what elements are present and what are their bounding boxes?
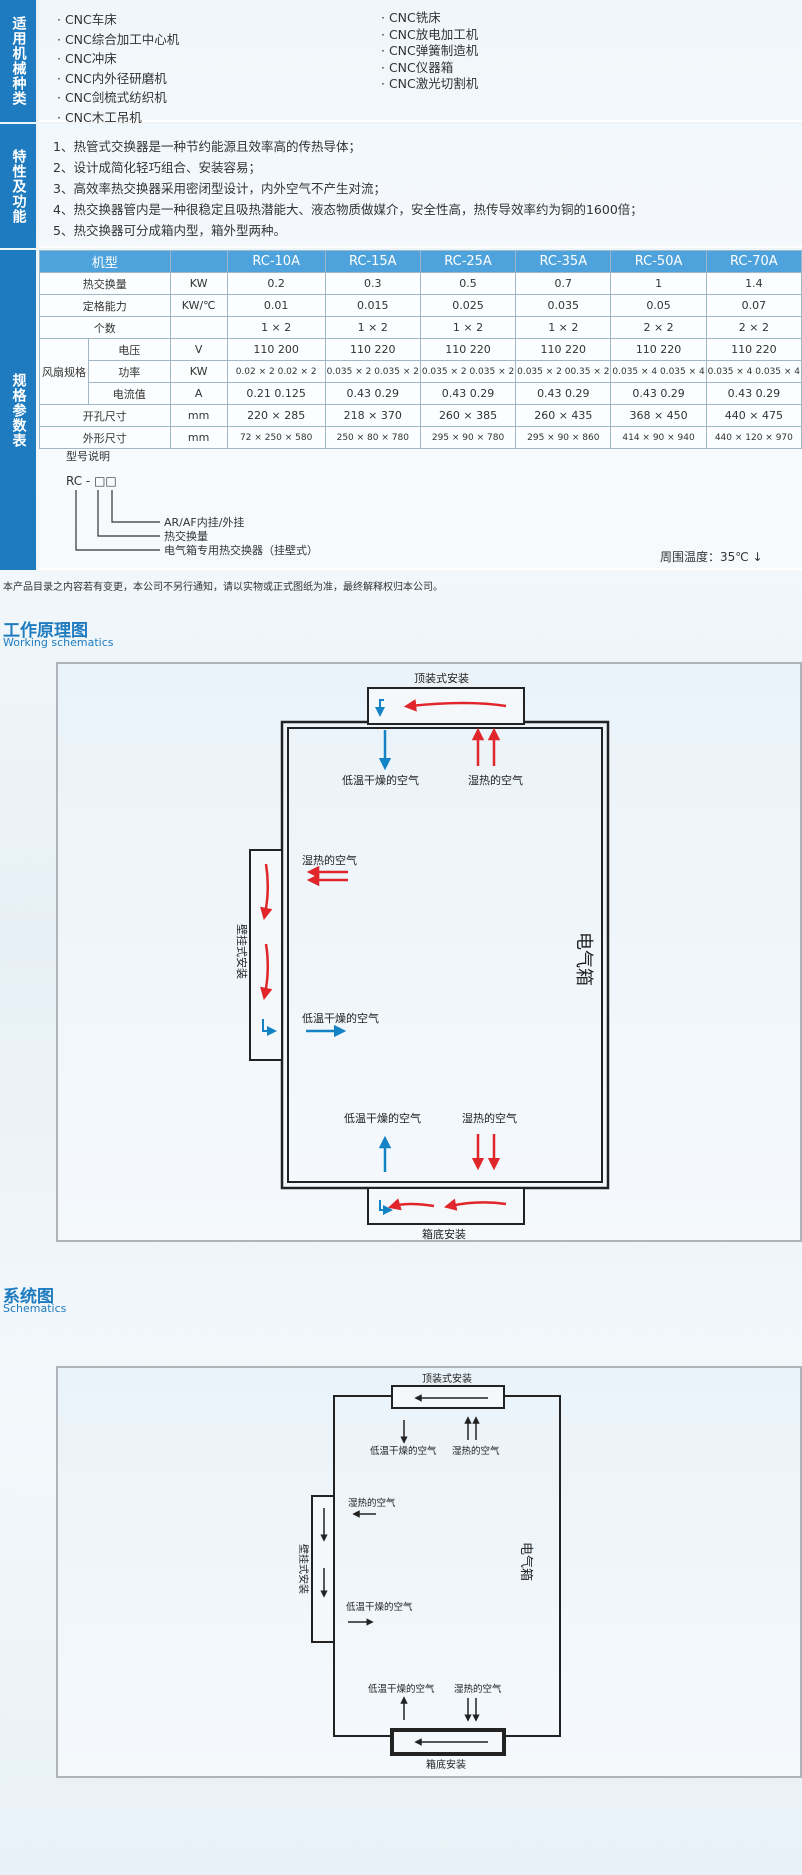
model-line: 电气箱专用热交换器（挂壁式） (164, 543, 318, 557)
table-header-row: 机型 RC-10A RC-15A RC-25A RC-35A RC-50A RC… (39, 250, 802, 273)
hot-air-label: 湿热的空气 (452, 1445, 500, 1457)
header-cell (169, 250, 228, 273)
model-description: 型号说明 RC - □□ (66, 450, 117, 488)
hot-arrow (403, 699, 507, 712)
machine-item: · CNC车床 (57, 12, 117, 27)
sidebar-specs: 规格参数表 (0, 250, 36, 570)
system-title: 系统图 (3, 1287, 54, 1307)
hot-air-label: 湿热的空气 (302, 853, 357, 867)
wall-unit (249, 849, 283, 1061)
cold-arrow (379, 1200, 393, 1215)
system-subtitle: Schematics (3, 1302, 67, 1315)
fan-group-cell: 风扇规格 (39, 338, 89, 405)
machine-item: · CNC激光切割机 (381, 76, 479, 91)
working-diagram: 顶装式安装 箱底安装 壁挂式安装 电气箱 低温干燥的空气 湿热的空气 湿热的空气… (56, 662, 802, 1242)
machines-list-2: · CNC铣床 · CNC放电加工机 · CNC弹簧制造机 · CNC仪器箱 ·… (381, 10, 478, 93)
machines-panel: · CNC车床 · CNC综合加工中心机 · CNC冲床 · CNC内外径研磨机… (39, 0, 802, 125)
header-cell: RC-10A (226, 250, 326, 273)
header-cell: RC-35A (515, 250, 612, 273)
machine-item: · CNC综合加工中心机 (57, 31, 180, 47)
feature-item: 1、热管式交换器是一种节约能源且效率高的传热导体； (53, 139, 361, 154)
working-subtitle: Working schematics (3, 636, 114, 649)
hot-arrow (260, 943, 273, 1001)
header-cell: RC-50A (610, 250, 707, 273)
cabinet-outer (280, 720, 610, 1190)
hot-air-label: 湿热的空气 (454, 1683, 502, 1695)
model-line: 热交换量 (164, 529, 208, 543)
wall-unit (311, 1495, 335, 1643)
spec-table: 机型 RC-10A RC-15A RC-25A RC-35A RC-50A RC… (39, 250, 802, 449)
sidebar-machines: 适用机械种类 (0, 0, 36, 122)
table-row: 外形尺寸 mm 72 × 250 × 580 250 × 80 × 780 29… (39, 426, 802, 449)
machine-item: · CNC铣床 (381, 10, 441, 25)
table-row: 热交换量 KW 0.2 0.3 0.5 0.7 1 1.4 (39, 272, 802, 295)
bottom-install-label: 箱底安装 (426, 1758, 466, 1771)
table-row: 功率 KW 0.02 × 2 0.02 × 2 0.035 × 2 0.035 … (40, 360, 802, 383)
machine-item: · CNC木工吊机 (57, 109, 142, 125)
header-cell: RC-70A (705, 250, 802, 273)
working-title: 工作原理图 (3, 621, 88, 641)
machine-item: · CNC仪器箱 (381, 59, 454, 75)
table-row: 电流值 A 0.21 0.125 0.43 0.29 0.43 0.29 0.4… (40, 382, 802, 405)
header-cell: RC-15A (324, 250, 421, 273)
cold-arrow (262, 1019, 277, 1036)
table-row: 开孔尺寸 mm 220 × 285 218 × 370 260 × 385 26… (39, 404, 802, 427)
cold-air-label: 低温干燥的空气 (344, 1111, 421, 1125)
table-row: 定格能力 KW/℃ 0.01 0.015 0.025 0.035 0.05 0.… (39, 294, 802, 317)
top-unit (391, 1385, 505, 1409)
hot-air-label: 湿热的空气 (348, 1497, 396, 1509)
feature-item: 5、热交换器可分成箱内型，箱外型两种。 (53, 223, 286, 238)
wall-install-label: 壁挂式安装 (297, 1544, 310, 1594)
cold-air-label: 低温干燥的空气 (302, 1011, 379, 1025)
cabinet-label: 电气箱 (518, 1542, 534, 1581)
cold-air-label: 低温干燥的空气 (370, 1445, 437, 1457)
ambient-temperature: 周围温度：35℃ ↓ (660, 550, 763, 564)
system-diagram: 顶装式安装 箱底安装 壁挂式安装 电气箱 低温干燥的空气 湿热的空气 湿热的空气… (56, 1366, 802, 1778)
wall-install-label: 壁挂式安装 (235, 924, 249, 979)
feature-item: 2、设计成简化轻巧组合、安装容易； (53, 160, 261, 175)
hot-air-label: 湿热的空气 (462, 1111, 517, 1125)
machines-list-1: · CNC车床 · CNC综合加工中心机 · CNC冲床 · CNC内外径研磨机… (57, 10, 179, 127)
bottom-unit (367, 1187, 525, 1225)
machine-item: · CNC剑梳式纺织机 (57, 90, 167, 105)
machine-item: · CNC内外径研磨机 (57, 70, 167, 86)
top-install-label: 顶装式安装 (422, 1372, 472, 1385)
model-code: RC - □□ (66, 474, 117, 488)
cold-arrow (375, 699, 385, 717)
cabinet-inner (287, 727, 603, 1183)
cabinet-label: 电气箱 (573, 932, 594, 986)
hot-arrow (443, 1198, 507, 1211)
cold-air-label: 低温干燥的空气 (368, 1683, 435, 1695)
feature-item: 3、高效率热交换器采用密闭型设计，内外空气不产生对流； (53, 181, 386, 196)
table-row: 个数 1 × 2 1 × 2 1 × 2 1 × 2 2 × 2 2 × 2 (39, 316, 802, 339)
header-cell: RC-25A (419, 250, 517, 273)
machine-item: · CNC弹簧制造机 (381, 43, 479, 58)
model-title: 型号说明 (66, 450, 110, 463)
hot-air-label: 湿热的空气 (468, 773, 523, 787)
table-row: 风扇规格 电压 V 110 200 110 220 110 220 110 22… (39, 338, 802, 405)
model-line: AR/AF内挂/外挂 (164, 515, 244, 529)
disclaimer-note: 本产品目录之内容若有变更，本公司不另行通知，请以实物或正式图纸为准，最终解释权归… (3, 582, 443, 593)
bottom-install-label: 箱底安装 (422, 1227, 466, 1241)
sidebar-features: 特性及功能 (0, 124, 36, 248)
cold-air-label: 低温干燥的空气 (346, 1601, 413, 1613)
top-install-label: 顶装式安装 (414, 671, 469, 685)
model-legend-lines: AR/AF内挂/外挂 热交换量 电气箱专用热交换器（挂壁式） (75, 490, 318, 557)
cold-air-label: 低温干燥的空气 (342, 773, 419, 787)
feature-item: 4、热交换器管内是一种很稳定且吸热潜能大、液态物质做媒介，安全性高，热传导效率约… (53, 202, 643, 217)
hot-arrow (387, 1198, 435, 1211)
machine-item: · CNC放电加工机 (381, 26, 479, 42)
machine-item: · CNC冲床 (57, 51, 117, 66)
features-panel: 1、热管式交换器是一种节约能源且效率高的传热导体； 2、设计成简化轻巧组合、安装… (39, 124, 802, 248)
hot-arrow (260, 863, 273, 921)
header-cell: 机型 (39, 250, 171, 273)
